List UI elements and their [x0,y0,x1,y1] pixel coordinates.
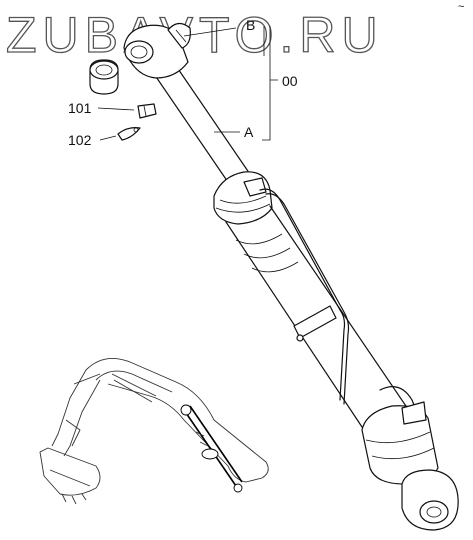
excavator-inset [39,357,269,505]
hydraulic-cylinder [89,22,459,531]
pipe-clamp [293,305,337,342]
hose-fitting-bottom [401,401,427,425]
part-102-pin [117,127,141,141]
corner-mark: ~ [458,1,464,13]
part-101-lock-plate [137,103,157,119]
label-102: 102 [68,132,92,148]
cylinder-base [361,401,439,485]
base-end-eye [401,469,459,531]
grease-nipple [167,22,191,49]
rod-edge-right [171,59,255,181]
hydraulic-line-2 [265,193,350,405]
bushing [89,59,119,95]
leader-102 [99,135,117,141]
leader-101 [97,107,135,111]
hydraulic-line-3 [379,386,421,421]
label-b: B [246,17,255,33]
rod-end-eye [123,22,191,79]
hose-fitting-top [243,177,267,197]
label-a: A [244,124,254,140]
cylinder-head [213,171,273,225]
watermark: ZUBAVTO.RU [6,7,384,63]
rod-edge-left [149,67,233,189]
label-group: 00 [282,73,298,89]
leader-b [183,27,237,37]
label-101: 101 [68,100,92,116]
hydraulic-line-1 [259,188,346,401]
callout-bracket [262,26,278,141]
